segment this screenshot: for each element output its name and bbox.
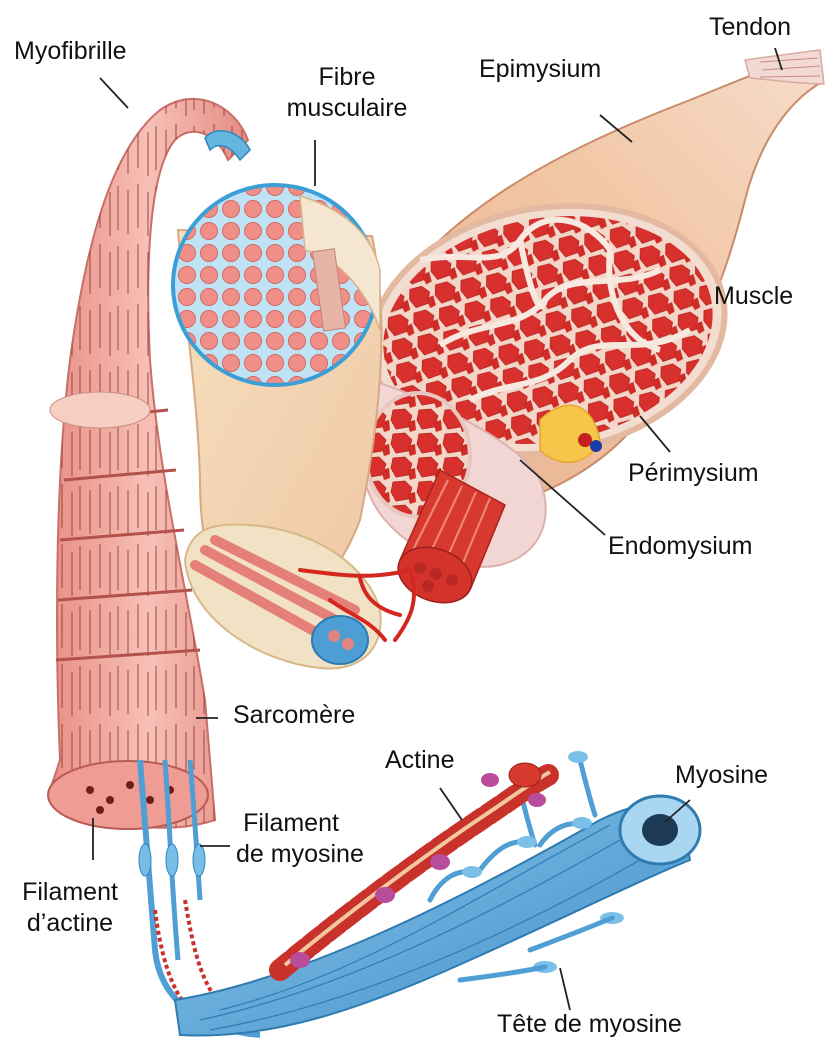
label-myofibrille: Myofibrille bbox=[14, 36, 127, 67]
label-epimysium: Epimysium bbox=[479, 54, 601, 85]
label-fibre-line2: musculaire bbox=[272, 93, 422, 124]
label-fibre-line1: Fibre bbox=[272, 62, 422, 93]
label-filament-myosine-line1: Filament bbox=[236, 808, 346, 839]
label-actine: Actine bbox=[385, 745, 454, 776]
label-muscle: Muscle bbox=[714, 281, 793, 312]
label-filament-myosine: Filament de myosine bbox=[236, 808, 364, 870]
label-myosine: Myosine bbox=[675, 760, 768, 791]
label-tete-myosine: Tête de myosine bbox=[497, 1009, 682, 1040]
label-sarcomere: Sarcomère bbox=[233, 700, 355, 731]
leader-actine bbox=[440, 788, 462, 820]
label-filament-actine-line2: d’actine bbox=[10, 908, 130, 939]
label-endomysium: Endomysium bbox=[608, 531, 753, 562]
label-filament-myosine-line2: de myosine bbox=[236, 839, 364, 870]
leader-tete-myosine bbox=[560, 968, 570, 1010]
leader-myofibrille bbox=[100, 78, 128, 108]
label-filament-actine: Filament d’actine bbox=[10, 877, 130, 939]
label-fibre-musculaire: Fibre musculaire bbox=[272, 62, 422, 124]
label-perimysium: Périmysium bbox=[628, 458, 759, 489]
myosin-filament bbox=[175, 751, 700, 1036]
label-filament-actine-line1: Filament bbox=[10, 877, 130, 908]
cut-fibre bbox=[185, 524, 381, 668]
label-tendon: Tendon bbox=[709, 12, 791, 43]
